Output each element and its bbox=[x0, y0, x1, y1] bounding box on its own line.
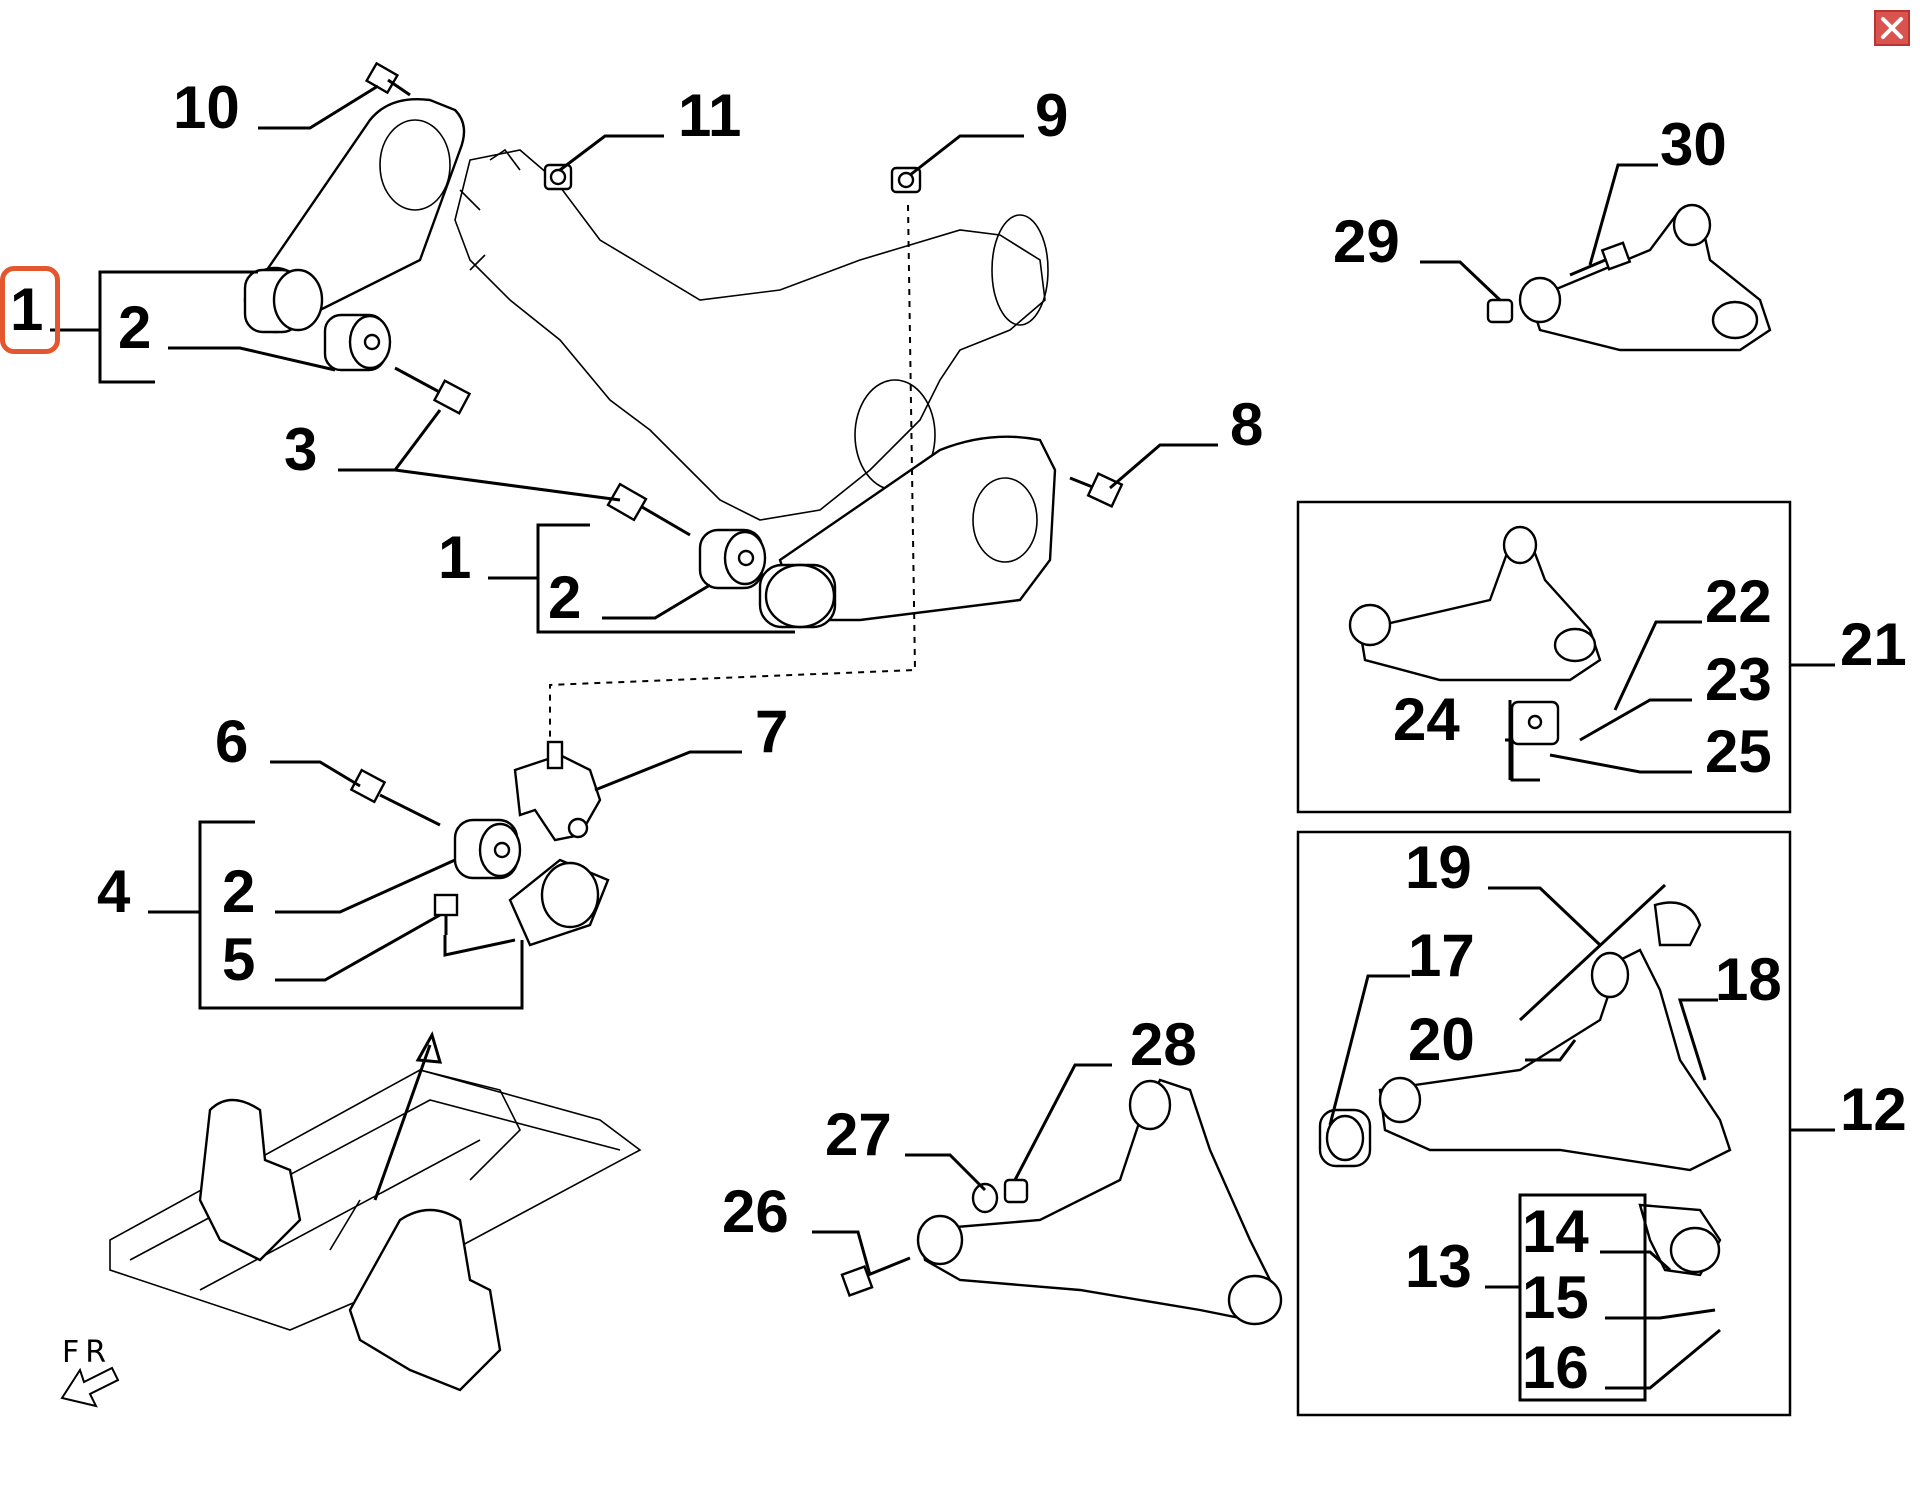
front-arrow-icon bbox=[60, 1366, 120, 1408]
bolt-8-drawing bbox=[1069, 472, 1124, 508]
bushing-lower-drawing bbox=[698, 528, 767, 590]
bolt-3-upper-drawing bbox=[394, 366, 472, 415]
callout-10[interactable]: 10 bbox=[173, 74, 240, 141]
callout-21[interactable]: 21 bbox=[1840, 611, 1907, 678]
callout-labels: 10 11 9 30 29 1 2 3 8 1 2 6 7 4 2 5 22 2… bbox=[10, 74, 1907, 1401]
mount-bracket-drawing bbox=[513, 740, 602, 842]
leader-lines bbox=[50, 84, 1835, 1402]
bushing-4-drawing bbox=[453, 818, 522, 880]
callout-13[interactable]: 13 bbox=[1405, 1233, 1472, 1300]
callout-2-lower[interactable]: 2 bbox=[548, 564, 581, 631]
bolt-30-drawing bbox=[1569, 241, 1632, 277]
bolt-3-lower-drawing bbox=[606, 482, 691, 537]
bushing-upper-drawing bbox=[323, 313, 392, 372]
callout-20[interactable]: 20 bbox=[1408, 1006, 1475, 1073]
rear-arm-lower-drawing bbox=[758, 435, 1057, 629]
callout-5[interactable]: 5 bbox=[222, 926, 255, 993]
callout-1-lower[interactable]: 1 bbox=[438, 524, 471, 591]
callout-16[interactable]: 16 bbox=[1522, 1334, 1589, 1401]
callout-14[interactable]: 14 bbox=[1522, 1198, 1589, 1265]
callout-15[interactable]: 15 bbox=[1522, 1264, 1589, 1331]
callout-2-upper[interactable]: 2 bbox=[118, 294, 151, 361]
close-icon bbox=[1881, 17, 1903, 39]
callout-2-assembly[interactable]: 2 bbox=[222, 858, 255, 925]
washer-27-drawing bbox=[971, 1182, 999, 1214]
callout-12[interactable]: 12 bbox=[1840, 1076, 1907, 1143]
bolt-26-drawing bbox=[840, 1256, 911, 1297]
close-button[interactable] bbox=[1874, 10, 1910, 46]
callout-27[interactable]: 27 bbox=[825, 1101, 892, 1168]
upper-control-arm-21-drawing bbox=[1348, 525, 1602, 682]
lower-control-arm-12-drawing bbox=[1318, 901, 1732, 1172]
group-box-12 bbox=[1296, 830, 1792, 1417]
bracket-4-drawing bbox=[508, 858, 610, 947]
callout-28[interactable]: 28 bbox=[1130, 1011, 1197, 1078]
upper-control-arm-30-drawing bbox=[1518, 203, 1772, 352]
callout-23[interactable]: 23 bbox=[1705, 646, 1772, 713]
callout-8[interactable]: 8 bbox=[1230, 391, 1263, 458]
callout-24[interactable]: 24 bbox=[1393, 686, 1460, 753]
vehicle-overview-drawing bbox=[109, 1031, 642, 1392]
front-direction-label: FR bbox=[62, 1335, 112, 1370]
nut-28-drawing bbox=[1003, 1178, 1029, 1204]
callout-22[interactable]: 22 bbox=[1705, 568, 1772, 635]
callout-7[interactable]: 7 bbox=[755, 698, 788, 765]
callout-26[interactable]: 26 bbox=[722, 1178, 789, 1245]
callout-17[interactable]: 17 bbox=[1408, 922, 1475, 989]
callout-30[interactable]: 30 bbox=[1660, 111, 1727, 178]
callout-29[interactable]: 29 bbox=[1333, 208, 1400, 275]
callout-18[interactable]: 18 bbox=[1715, 946, 1782, 1013]
rear-arm-upper-drawing bbox=[243, 98, 466, 334]
lower-control-arm-26-drawing bbox=[916, 1078, 1283, 1326]
alignment-line bbox=[549, 204, 917, 740]
differential-carrier-drawing bbox=[454, 148, 1049, 521]
ball-joint-13-drawing bbox=[1638, 1203, 1722, 1277]
callout-9[interactable]: 9 bbox=[1035, 82, 1068, 149]
group-box-21 bbox=[1296, 500, 1792, 814]
callout-11[interactable]: 11 bbox=[678, 82, 741, 149]
bolt-5-drawing bbox=[433, 893, 459, 935]
callout-1-selected[interactable]: 1 bbox=[10, 276, 43, 343]
nut-29-drawing bbox=[1486, 298, 1514, 324]
callout-25[interactable]: 25 bbox=[1705, 718, 1772, 785]
nut-11-drawing bbox=[543, 163, 573, 191]
callout-6[interactable]: 6 bbox=[215, 708, 248, 775]
callout-4[interactable]: 4 bbox=[97, 858, 131, 925]
bolt-6-drawing bbox=[349, 768, 441, 827]
callout-19[interactable]: 19 bbox=[1405, 834, 1472, 901]
callout-3[interactable]: 3 bbox=[284, 416, 317, 483]
plate-24-drawing bbox=[1510, 700, 1560, 746]
